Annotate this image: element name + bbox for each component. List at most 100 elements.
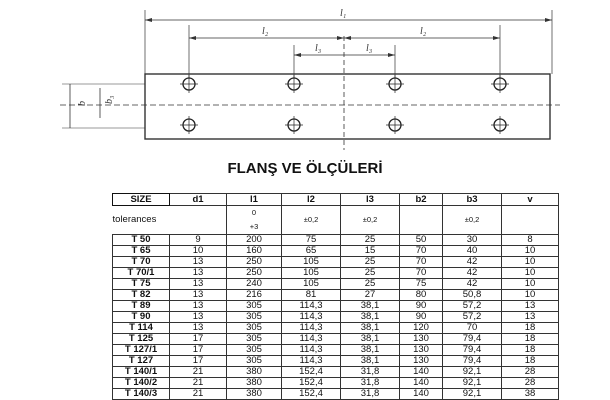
cell-l2: 114,3 bbox=[281, 311, 341, 323]
cell-l1: 200 bbox=[226, 234, 282, 246]
cell-l3: 38,1 bbox=[340, 344, 400, 356]
cell-b3: 92,1 bbox=[442, 366, 502, 378]
cell-b2: 70 bbox=[399, 256, 443, 268]
header-l3: l3 bbox=[340, 193, 400, 206]
cell-l2: 114,3 bbox=[281, 300, 341, 312]
cell-l1: 305 bbox=[226, 355, 282, 367]
cell-l1: 305 bbox=[226, 333, 282, 345]
cell-size: T 75 bbox=[112, 278, 170, 290]
cell-b2: 130 bbox=[399, 333, 443, 345]
cell-l3: 25 bbox=[340, 267, 400, 279]
cell-l3: 38,1 bbox=[340, 333, 400, 345]
cell-size: T 90 bbox=[112, 311, 170, 323]
tol-l2: ±0,2 bbox=[281, 205, 341, 235]
cell-l2: 114,3 bbox=[281, 333, 341, 345]
cell-b3: 42 bbox=[442, 267, 502, 279]
cell-b2: 70 bbox=[399, 245, 443, 257]
cell-size: T 50 bbox=[112, 234, 170, 246]
cell-l2: 114,3 bbox=[281, 344, 341, 356]
flange-drawing: l₁ l₂ l₂ l₃ l₃ b b₃ bbox=[60, 8, 560, 150]
cell-l1: 305 bbox=[226, 344, 282, 356]
cell-b3: 70 bbox=[442, 322, 502, 334]
cell-v: 18 bbox=[501, 333, 559, 345]
tol-b2 bbox=[399, 205, 443, 235]
cell-b3: 92,1 bbox=[442, 377, 502, 389]
cell-v: 38 bbox=[501, 388, 559, 400]
cell-l2: 114,3 bbox=[281, 355, 341, 367]
cell-v: 28 bbox=[501, 377, 559, 389]
cell-l2: 105 bbox=[281, 256, 341, 268]
cell-l2: 152,4 bbox=[281, 388, 341, 400]
tolerances-row: tolerances 0 +3 ±0,2 ±0,2 ±0,2 bbox=[112, 205, 559, 235]
cell-d1: 21 bbox=[169, 377, 227, 389]
cell-l3: 38,1 bbox=[340, 322, 400, 334]
cell-size: T 114 bbox=[112, 322, 170, 334]
tol-l1: 0 +3 bbox=[226, 205, 282, 235]
cell-l1: 160 bbox=[226, 245, 282, 257]
cell-v: 10 bbox=[501, 289, 559, 301]
tolerances-label: tolerances bbox=[112, 205, 227, 235]
cell-b2: 140 bbox=[399, 366, 443, 378]
cell-l1: 380 bbox=[226, 377, 282, 389]
cell-b2: 75 bbox=[399, 278, 443, 290]
cell-b2: 120 bbox=[399, 322, 443, 334]
dim-l3-right: l₃ bbox=[366, 43, 373, 54]
cell-b2: 80 bbox=[399, 289, 443, 301]
cell-v: 10 bbox=[501, 278, 559, 290]
cell-l3: 31,8 bbox=[340, 388, 400, 400]
cell-b3: 92,1 bbox=[442, 388, 502, 400]
dim-b: b bbox=[77, 101, 88, 106]
cell-b2: 130 bbox=[399, 344, 443, 356]
cell-d1: 13 bbox=[169, 256, 227, 268]
cell-b3: 40 bbox=[442, 245, 502, 257]
cell-l2: 75 bbox=[281, 234, 341, 246]
cell-d1: 13 bbox=[169, 322, 227, 334]
dim-l1: l₁ bbox=[340, 8, 346, 19]
cell-b2: 90 bbox=[399, 300, 443, 312]
cell-size: T 127 bbox=[112, 355, 170, 367]
cell-b2: 90 bbox=[399, 311, 443, 323]
cell-l1: 380 bbox=[226, 366, 282, 378]
cell-l3: 25 bbox=[340, 234, 400, 246]
cell-b2: 70 bbox=[399, 267, 443, 279]
cell-d1: 17 bbox=[169, 333, 227, 345]
cell-v: 10 bbox=[501, 256, 559, 268]
cell-d1: 21 bbox=[169, 366, 227, 378]
dim-l2-left: l₂ bbox=[262, 26, 269, 37]
cell-b2: 130 bbox=[399, 355, 443, 367]
cell-d1: 13 bbox=[169, 267, 227, 279]
cell-b3: 79,4 bbox=[442, 344, 502, 356]
cell-l1: 305 bbox=[226, 322, 282, 334]
dim-l2-right: l₂ bbox=[420, 26, 427, 37]
cell-l3: 25 bbox=[340, 256, 400, 268]
cell-b3: 57,2 bbox=[442, 311, 502, 323]
cell-l3: 31,8 bbox=[340, 366, 400, 378]
cell-l2: 114,3 bbox=[281, 322, 341, 334]
dim-b3: b₃ bbox=[104, 95, 115, 104]
cell-d1: 9 bbox=[169, 234, 227, 246]
cell-l3: 38,1 bbox=[340, 300, 400, 312]
cell-v: 13 bbox=[501, 300, 559, 312]
cell-v: 10 bbox=[501, 245, 559, 257]
tol-b3: ±0,2 bbox=[442, 205, 502, 235]
header-b2: b2 bbox=[399, 193, 443, 206]
cell-b2: 50 bbox=[399, 234, 443, 246]
cell-l3: 38,1 bbox=[340, 311, 400, 323]
cell-size: T 140/2 bbox=[112, 377, 170, 389]
cell-b3: 79,4 bbox=[442, 355, 502, 367]
cell-d1: 13 bbox=[169, 278, 227, 290]
header-b3: b3 bbox=[442, 193, 502, 206]
cell-l3: 31,8 bbox=[340, 377, 400, 389]
cell-v: 10 bbox=[501, 267, 559, 279]
cell-d1: 10 bbox=[169, 245, 227, 257]
cell-l2: 152,4 bbox=[281, 366, 341, 378]
